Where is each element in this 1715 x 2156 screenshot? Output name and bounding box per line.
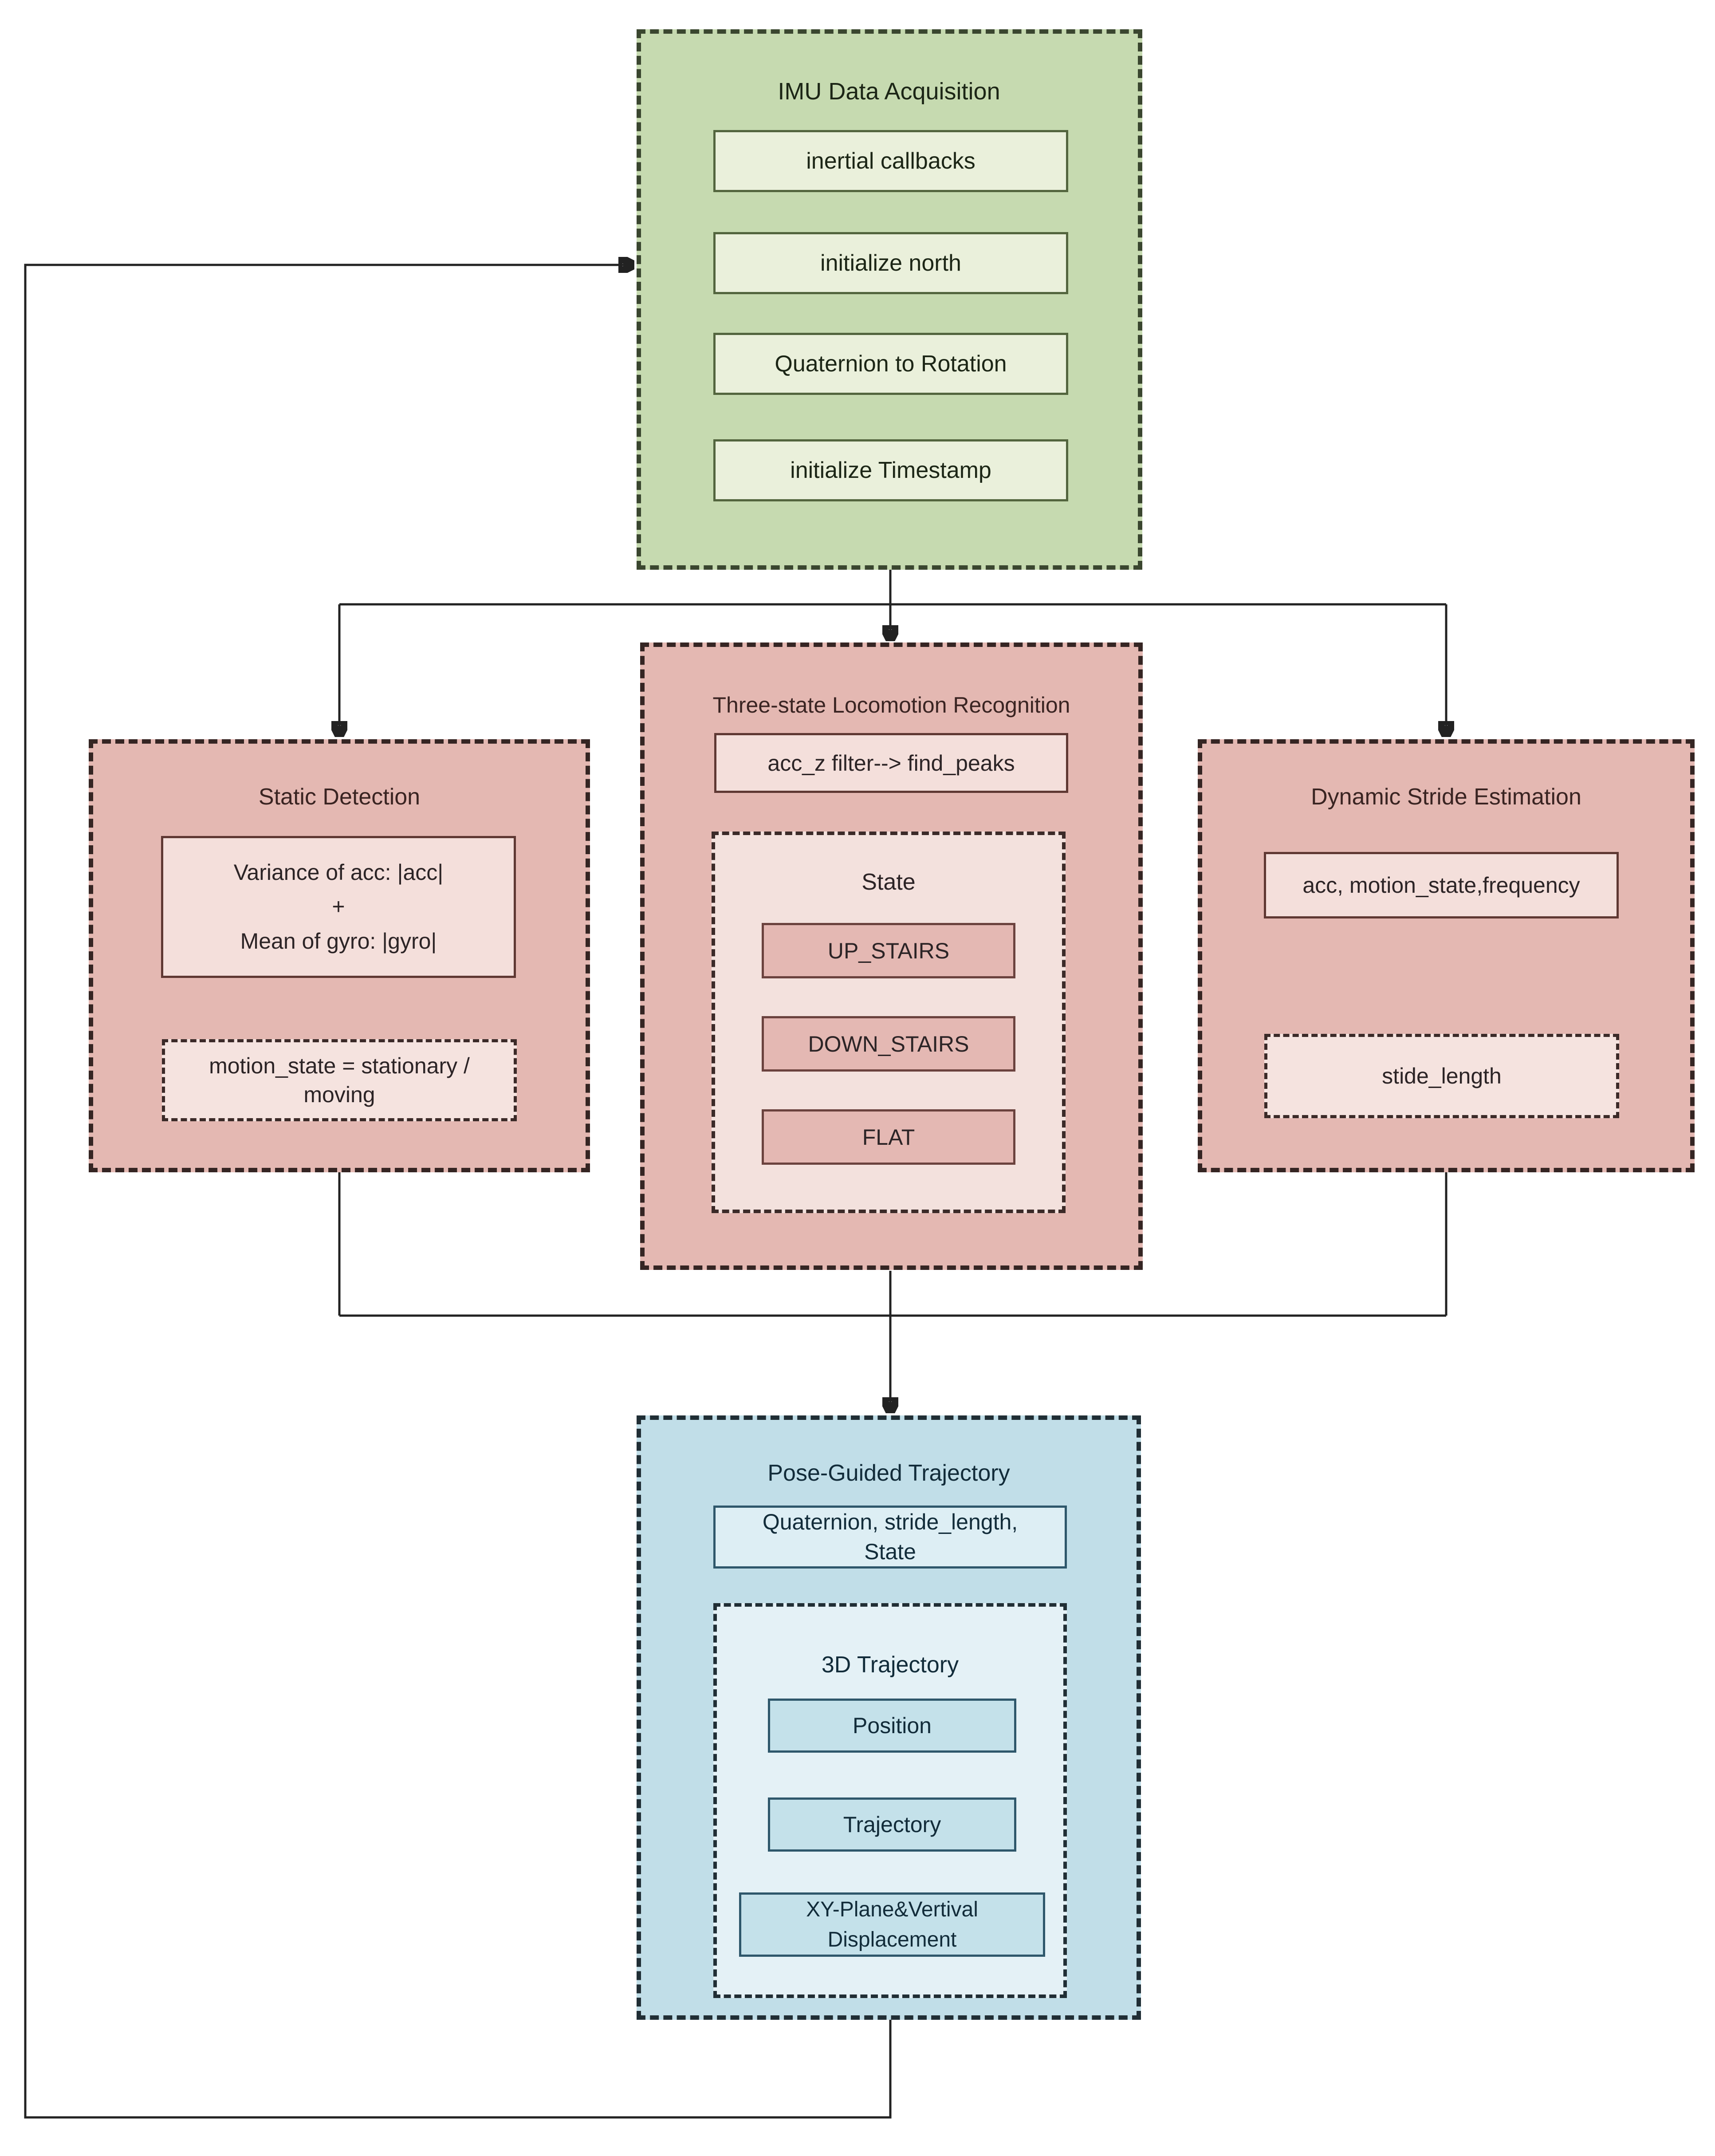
state-item-down-stairs: DOWN_STAIRS [762,1016,1015,1072]
panel-title: Static Detection [258,784,421,810]
state-item-up-stairs: UP_STAIRS [762,923,1015,978]
stride-length-output-box: stide_length [1264,1034,1619,1118]
dynamic-stride-estimation-panel: Dynamic Stride Estimation acc, motion_st… [1198,739,1695,1172]
imu-data-acquisition-panel: IMU Data Acquisition inertial callbacks … [637,29,1142,570]
acc-z-filter-box: acc_z filter--> find_peaks [714,733,1068,793]
trajectory-item-trajectory: Trajectory [768,1797,1016,1852]
trajectory-item-position: Position [768,1699,1016,1753]
flow-step-initialize-timestamp: initialize Timestamp [713,439,1068,501]
panel-title: IMU Data Acquisition [778,78,1000,105]
connector-feedback-loop [24,265,892,2119]
state-group-box: State UP_STAIRS DOWN_STAIRS FLAT [712,832,1066,1213]
stride-input-box: acc, motion_state,frequency [1264,852,1619,918]
pose-guided-trajectory-panel: Pose-Guided Trajectory Quaternion, strid… [637,1415,1141,2020]
flow-step-inertial-callbacks: inertial callbacks [713,130,1068,192]
state-group-title: State [861,869,916,895]
trajectory-group-title: 3D Trajectory [821,1652,959,1678]
panel-title: Dynamic Stride Estimation [1311,784,1581,810]
motion-state-output-box: motion_state = stationary / moving [162,1039,517,1121]
panel-title: Three-state Locomotion Recognition [712,693,1070,717]
locomotion-recognition-panel: Three-state Locomotion Recognition acc_z… [640,642,1143,1270]
flow-step-initialize-north: initialize north [713,232,1068,294]
flow-step-quaternion-to-rotation: Quaternion to Rotation [713,333,1068,395]
trajectory-item-xy-plane-displacement: XY-Plane&Vertival Displacement [739,1892,1045,1957]
static-detection-panel: Static Detection Variance of acc: |acc| … [89,739,590,1172]
panel-title: Pose-Guided Trajectory [767,1460,1010,1486]
state-item-flat: FLAT [762,1109,1015,1165]
trajectory-group-box: 3D Trajectory Position Trajectory XY-Pla… [713,1603,1067,1998]
static-input-box: Variance of acc: |acc| + Mean of gyro: |… [161,836,516,978]
pose-input-box: Quaternion, stride_length, State [713,1506,1067,1569]
